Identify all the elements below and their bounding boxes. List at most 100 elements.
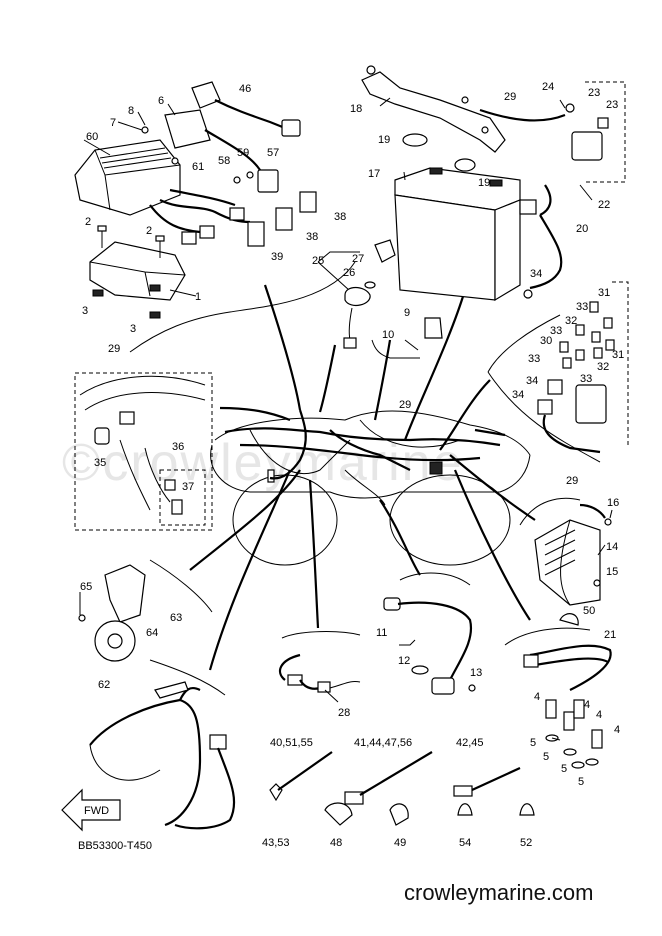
callout-34a: 34 xyxy=(530,268,542,280)
fuses-30-33 xyxy=(559,301,615,369)
fwd-label: FWD xyxy=(84,805,109,817)
callout-33b: 33 xyxy=(550,325,562,337)
callout-26: 26 xyxy=(343,267,355,279)
harness-top-left xyxy=(149,188,251,245)
fwd-arrow: FWD xyxy=(61,788,121,832)
callout-57: 57 xyxy=(267,147,279,159)
callout-61: 61 xyxy=(192,161,204,173)
callout-59: 59 xyxy=(237,147,249,159)
callout-58: 58 xyxy=(218,155,230,167)
callout-18: 18 xyxy=(350,103,362,115)
callout-64: 64 xyxy=(146,627,158,639)
callout-22: 22 xyxy=(598,199,610,211)
rectifier-14 xyxy=(519,497,612,606)
callout-32a: 32 xyxy=(565,315,577,327)
callout-19b: 19 xyxy=(478,177,490,189)
left-detail-box xyxy=(74,372,213,531)
callout-4b: 4 xyxy=(584,699,590,711)
fuse-group-border xyxy=(487,281,629,463)
callout-20: 20 xyxy=(576,223,588,235)
callout-34b: 34 xyxy=(526,375,538,387)
callout-leaders xyxy=(79,97,613,741)
callout-33a: 33 xyxy=(576,301,588,313)
callout-12: 12 xyxy=(398,655,410,667)
callout-9: 9 xyxy=(404,307,410,319)
callout-19a: 19 xyxy=(378,134,390,146)
callout-63: 63 xyxy=(170,612,182,624)
fuse-box-34 xyxy=(537,379,607,454)
connectors-57-39-38 xyxy=(117,121,317,247)
battery-17 xyxy=(394,167,521,302)
callout-17: 17 xyxy=(368,168,380,180)
callout-4c: 4 xyxy=(596,709,602,721)
callout-42-45: 42,45 xyxy=(456,737,484,749)
callout-29d: 29 xyxy=(566,475,578,487)
callout-52: 52 xyxy=(520,837,532,849)
callout-62: 62 xyxy=(98,679,110,691)
callout-50: 50 xyxy=(583,605,595,617)
atv-harness xyxy=(224,409,501,506)
callout-34c: 34 xyxy=(512,389,524,401)
callout-10: 10 xyxy=(382,329,394,341)
callout-38b: 38 xyxy=(306,231,318,243)
callout-32b: 32 xyxy=(597,361,609,373)
starter-relay-cables xyxy=(479,108,566,299)
callout-5b: 5 xyxy=(543,751,549,763)
callout-29b: 29 xyxy=(108,343,120,355)
ignition-coil-6 xyxy=(164,109,261,171)
callout-2a: 2 xyxy=(85,216,91,228)
callout-40-51-55: 40,51,55 xyxy=(270,737,313,749)
callout-15: 15 xyxy=(606,566,618,578)
callout-31a: 31 xyxy=(598,287,610,299)
document-code: BB53300-T450 xyxy=(78,840,152,852)
bolts-clips xyxy=(92,225,165,319)
group-top-left-border xyxy=(129,261,356,353)
callout-2b: 2 xyxy=(146,225,152,237)
harness-21 xyxy=(504,613,612,691)
callout-4d: 4 xyxy=(614,724,620,736)
callout-31b: 31 xyxy=(612,349,624,361)
sensor-46 xyxy=(191,81,301,137)
callout-3b: 3 xyxy=(130,323,136,335)
cable-ties xyxy=(269,751,535,826)
callout-35: 35 xyxy=(94,457,106,469)
callout-3a: 3 xyxy=(82,305,88,317)
callout-5c: 5 xyxy=(561,763,567,775)
callout-5d: 5 xyxy=(578,776,584,788)
horn-bracket xyxy=(78,559,213,662)
callout-8: 8 xyxy=(128,105,134,117)
callout-28: 28 xyxy=(338,707,350,719)
callout-13: 13 xyxy=(470,667,482,679)
site-name: crowleymarine.com xyxy=(404,880,594,905)
callout-14: 14 xyxy=(606,541,618,553)
group-leaders xyxy=(189,284,536,671)
relay-box-60 xyxy=(74,139,181,216)
callout-54: 54 xyxy=(459,837,471,849)
callout-21: 21 xyxy=(604,629,616,641)
main-switch-25 xyxy=(317,239,396,349)
callout-16: 16 xyxy=(607,497,619,509)
sub-harness-62 xyxy=(89,659,236,830)
callout-labels: 1 2 2 3 3 4 4 4 4 5 5 5 5 6 7 8 9 10 11 … xyxy=(80,81,624,849)
callout-46: 46 xyxy=(239,83,251,95)
callout-38a: 38 xyxy=(334,211,346,223)
callout-33d: 33 xyxy=(580,373,592,385)
callout-37: 37 xyxy=(182,481,194,493)
callout-30: 30 xyxy=(540,335,552,347)
sensor-28 xyxy=(278,631,361,693)
callout-65: 65 xyxy=(80,581,92,593)
callout-49: 49 xyxy=(394,837,406,849)
callout-36: 36 xyxy=(172,441,184,453)
callout-25: 25 xyxy=(312,255,324,267)
watermark-text: ©crowleymarine xyxy=(62,434,464,492)
callout-5a: 5 xyxy=(530,737,536,749)
callout-29c: 29 xyxy=(399,399,411,411)
sensors-4-5 xyxy=(545,699,603,769)
battery-band-18 xyxy=(361,65,506,153)
callout-23b: 23 xyxy=(606,99,618,111)
callout-7: 7 xyxy=(110,117,116,129)
callout-6: 6 xyxy=(158,95,164,107)
callout-33c: 33 xyxy=(528,353,540,365)
ecu-1 xyxy=(89,241,186,301)
